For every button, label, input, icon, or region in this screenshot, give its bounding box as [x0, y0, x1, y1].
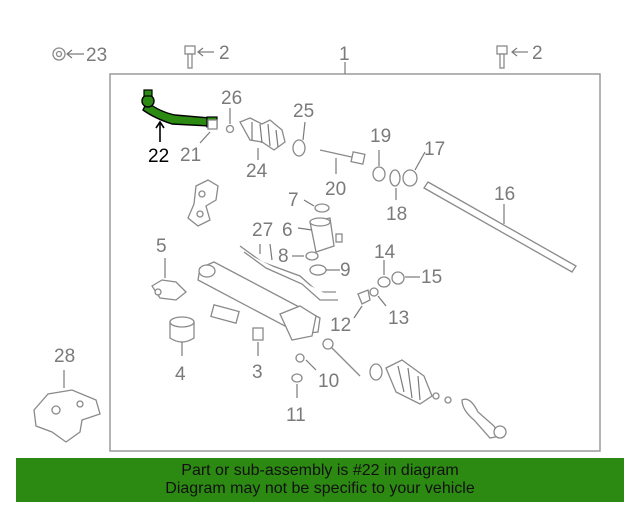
part-22-tie-rod-end[interactable]	[141, 89, 218, 142]
callout-25: 25	[293, 101, 314, 122]
part-20-inner-tie-rod[interactable]	[319, 149, 366, 174]
callout-5: 5	[156, 236, 167, 257]
part-housing-bracket	[187, 179, 219, 227]
callout-2-right: 2	[532, 43, 543, 64]
callout-19: 19	[370, 126, 391, 147]
callout-7: 7	[288, 190, 299, 211]
banner-line-2: Diagram may not be specific to your vehi…	[165, 480, 475, 497]
part-boot-right	[385, 359, 433, 405]
part-18-ring[interactable]	[389, 169, 401, 200]
part-21-nut[interactable]	[199, 119, 218, 144]
part-2-bolt-left[interactable]	[184, 45, 214, 69]
part-6-cover[interactable]	[297, 217, 343, 253]
part-16-rack[interactable]	[423, 181, 577, 273]
part-28-bracket[interactable]	[33, 370, 101, 443]
callout-28: 28	[54, 346, 75, 367]
part-3-bushing[interactable]	[252, 327, 264, 356]
part-19-bushing[interactable]	[372, 150, 386, 182]
callout-22: 22	[148, 146, 169, 167]
callout-8: 8	[278, 246, 289, 267]
info-banner: Part or sub-assembly is #22 in diagram D…	[16, 458, 624, 502]
callout-24: 24	[246, 161, 268, 182]
callout-4: 4	[175, 364, 186, 385]
part-4-bushing[interactable]	[169, 316, 195, 356]
part-14-bushing[interactable]	[377, 260, 391, 288]
callout-20: 20	[325, 179, 346, 200]
callout-21: 21	[180, 145, 201, 166]
part-12-fitting[interactable]	[353, 289, 371, 319]
part-7-washer[interactable]	[303, 199, 330, 213]
callout-13: 13	[388, 308, 409, 329]
part-2-bolt-right[interactable]	[496, 45, 528, 69]
part-9-seal[interactable]	[309, 264, 340, 276]
part-17-seal[interactable]	[402, 151, 426, 187]
callout-16: 16	[494, 184, 515, 205]
part-15-ring[interactable]	[391, 271, 420, 285]
part-27-pipes[interactable]	[239, 243, 338, 301]
banner-line-1: Part or sub-assembly is #22 in diagram	[181, 462, 459, 479]
callout-2-left: 2	[219, 43, 230, 64]
callout-9: 9	[340, 260, 351, 281]
part-rack-housing	[197, 261, 321, 341]
callout-12: 12	[330, 315, 351, 336]
callout-26: 26	[221, 88, 242, 109]
callout-1: 1	[339, 44, 350, 65]
callout-17: 17	[424, 139, 445, 160]
callout-14: 14	[374, 242, 396, 263]
part-11-nut[interactable]	[291, 373, 303, 398]
part-10-nut[interactable]	[295, 353, 317, 371]
part-5-clamp[interactable]	[151, 258, 187, 301]
part-25-ring[interactable]	[292, 121, 306, 157]
callout-3: 3	[252, 362, 263, 383]
part-inner-tie-rod-right	[322, 338, 383, 381]
part-13-seal[interactable]	[369, 287, 387, 307]
callout-27: 27	[252, 220, 273, 241]
callout-6: 6	[282, 220, 293, 241]
assembly-frame	[109, 73, 601, 452]
part-8-nut[interactable]	[292, 251, 319, 261]
callout-18: 18	[386, 204, 407, 225]
callout-10: 10	[318, 371, 339, 392]
part-26-ring[interactable]	[225, 108, 235, 134]
part-tie-rod-end-right	[432, 392, 507, 439]
callout-15: 15	[421, 267, 442, 288]
part-23-nut[interactable]	[52, 47, 84, 61]
part-24-boot[interactable]	[239, 117, 286, 160]
callout-23: 23	[86, 45, 107, 66]
callout-11: 11	[286, 405, 306, 426]
